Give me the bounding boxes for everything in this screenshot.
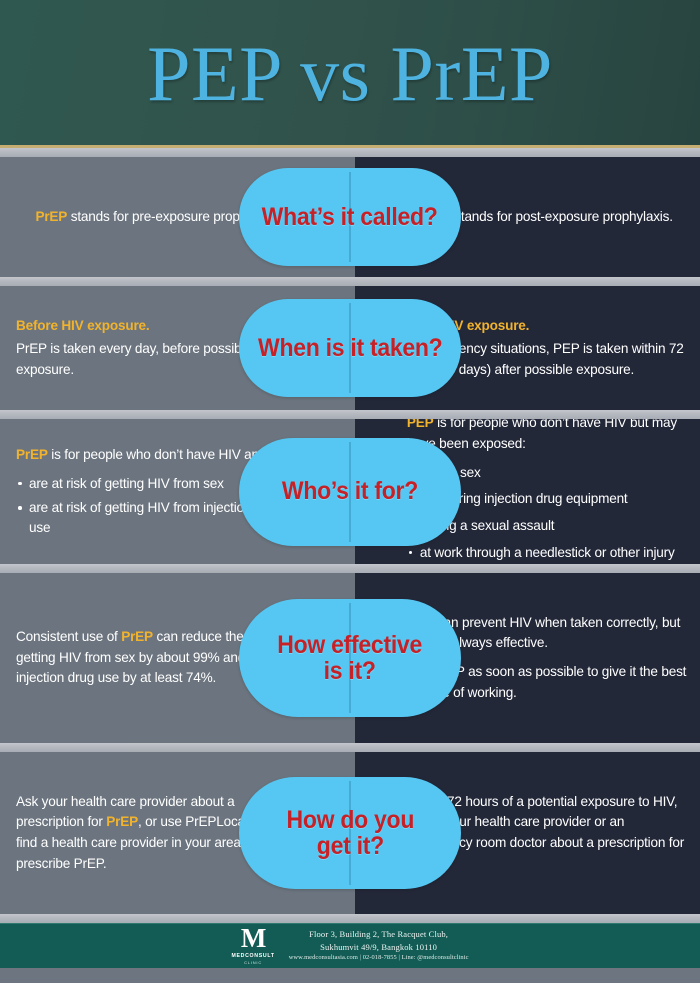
footer-contact-line[interactable]: www.medconsultasia.com | 02-018-7855 | L…: [288, 954, 469, 961]
row-1-pill-wrap: What’s it called?: [0, 157, 700, 277]
list-item: are at risk of getting HIV from sex: [16, 474, 303, 494]
row-3-prep-text: PrEP is for people who don’t have HIV an…: [16, 445, 303, 538]
row-4-pill-wrap: How effective is it?: [0, 573, 700, 743]
separator-4: [0, 743, 700, 752]
row-2-prep-column: Before HIV exposure. PrEP is taken every…: [0, 286, 355, 410]
pill-question-3[interactable]: Who’s it for?: [239, 437, 461, 546]
footer-address-line-2: Sukhumvit 49/9, Bangkok 10110: [320, 941, 438, 952]
separator-1: [0, 277, 700, 286]
pill-question-1-label: What’s it called?: [262, 202, 438, 231]
pill-question-2-label: When is it taken?: [257, 333, 443, 362]
header-banner: PEP vs PrEP: [0, 0, 700, 148]
pep-keyword: PEP: [406, 415, 434, 431]
separator-top: [0, 148, 700, 157]
pill-question-2[interactable]: When is it taken?: [239, 299, 461, 397]
row-3-pep-column: PEP is for people who don’t have HIV but…: [355, 415, 700, 564]
pill-question-5[interactable]: How do you get it?: [239, 777, 461, 889]
comparison-row-4: Consistent use of PrEP can reduce the ri…: [0, 573, 700, 743]
row-5-pill-wrap: How do you get it?: [0, 752, 700, 914]
row-2-prep-body: PrEP is taken every day, before possible…: [16, 341, 252, 377]
separator-bottom: [0, 914, 700, 923]
row-5-prep-body-before: Ask your health care provider about a pr…: [16, 793, 235, 830]
list-item: are at risk of getting HIV from injectio…: [16, 498, 303, 537]
prep-keyword: PrEP: [16, 447, 48, 463]
logo-subtitle: CLINIC: [244, 959, 263, 965]
pill-question-1[interactable]: What’s it called?: [239, 168, 461, 266]
row-3-pep-bullets: during sex by sharing injection drug equ…: [407, 463, 690, 563]
row-3-prep-column: PrEP is for people who don’t have HIV an…: [0, 419, 355, 564]
row-2-prep-text: Before HIV exposure. PrEP is taken every…: [16, 316, 303, 381]
row-2-pill-wrap: When is it taken?: [0, 286, 700, 410]
row-3-pep-body: is for people who don’t have HIV but may…: [406, 415, 677, 452]
row-1-prep-text: PrEP stands for pre-exposure prophylaxis…: [16, 207, 303, 228]
row-5-prep-column: Ask your health care provider about a pr…: [0, 752, 355, 914]
pill-question-5-label: How do you get it?: [286, 805, 414, 860]
row-5-pep-body-before: Within 72 hours of a potential exposure …: [406, 793, 685, 850]
row-3-prep-body: is for people who don’t have HIV and:: [47, 447, 270, 463]
separator-2: [0, 410, 700, 419]
medconsult-logo[interactable]: M MEDCONSULT CLINIC: [231, 923, 275, 965]
comparison-row-5: Ask your health care provider about a pr…: [0, 752, 700, 914]
row-4-prep-body-before: Consistent use of: [16, 629, 122, 645]
row-3-pep-text: PEP is for people who don’t have HIV but…: [407, 413, 690, 569]
row-3-pill-wrap: Who’s it for?: [0, 419, 700, 564]
row-5-prep-body-after: , or use PrEPLocator.org to find a healt…: [16, 814, 297, 871]
prep-keyword: PrEP: [106, 814, 138, 830]
comparison-row-3: PrEP is for people who don’t have HIV an…: [0, 415, 700, 564]
pill-question-3-label: Who’s it for?: [281, 477, 419, 506]
row-1-prep-column: PrEP stands for pre-exposure prophylaxis…: [0, 157, 355, 277]
prep-keyword: PrEP: [121, 629, 153, 645]
row-5-prep-text: Ask your health care provider about a pr…: [16, 792, 303, 875]
row-1-pep-body: stands for post-exposure prophylaxis.: [450, 208, 673, 224]
logo-name: MEDCONSULT: [231, 952, 275, 959]
footer-bar: M MEDCONSULT CLINIC Floor 3, Building 2,…: [0, 923, 700, 968]
row-4-prep-column: Consistent use of PrEP can reduce the ri…: [0, 573, 355, 743]
row-3-prep-bullets: are at risk of getting HIV from sex are …: [16, 474, 303, 538]
comparison-row-2: Before HIV exposure. PrEP is taken every…: [0, 286, 700, 410]
prep-keyword: PrEP: [35, 208, 68, 224]
page-title: PEP vs PrEP: [147, 30, 553, 117]
logo-monogram-icon: M: [240, 923, 267, 954]
row-2-prep-heading: Before HIV exposure.: [16, 317, 150, 333]
footer-contact-info: Floor 3, Building 2, The Racquet Club, S…: [289, 928, 469, 962]
row-2-pep-body: In emergency situations, PEP is taken wi…: [406, 341, 684, 377]
list-item: at work through a needlestick or other i…: [407, 543, 690, 563]
separator-3: [0, 564, 700, 573]
pill-question-4-label: How effective is it?: [277, 630, 423, 685]
comparison-row-1: PrEP stands for pre-exposure prophylaxis…: [0, 157, 700, 277]
row-1-prep-body: stands for pre-exposure prophylaxis.: [67, 208, 284, 224]
pill-question-4[interactable]: How effective is it?: [239, 599, 461, 717]
row-4-prep-text: Consistent use of PrEP can reduce the ri…: [16, 627, 303, 689]
footer-address-line-1: Floor 3, Building 2, The Racquet Club,: [309, 929, 449, 940]
